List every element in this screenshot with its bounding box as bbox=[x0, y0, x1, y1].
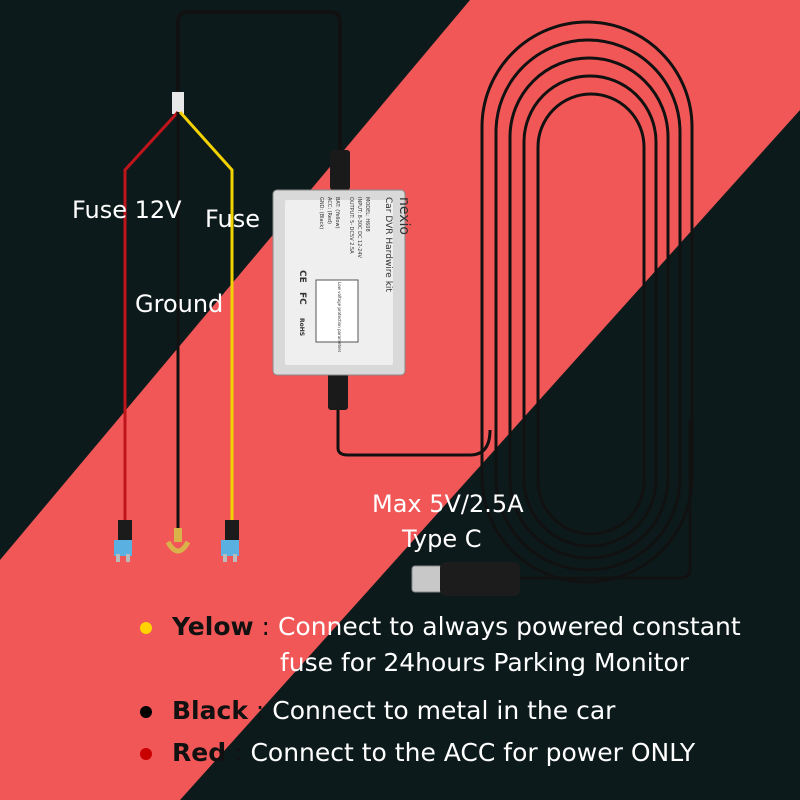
module-cert-ce: CE bbox=[297, 270, 307, 283]
legend-name-yellow: Yelow bbox=[172, 612, 254, 641]
legend-row-black: Black : Connect to metal in the car bbox=[172, 696, 615, 725]
label-ground: Ground bbox=[135, 290, 224, 318]
yellow-fuse-tap bbox=[221, 520, 239, 562]
legend-sep-black: : bbox=[247, 696, 273, 725]
legend-desc-black: Connect to metal in the car bbox=[272, 696, 616, 725]
legend-cont-yellow: fuse for 24hours Parking Monitor bbox=[280, 648, 690, 677]
label-max-power: Max 5V/2.5A bbox=[372, 490, 524, 518]
red-fuse-tap bbox=[114, 520, 132, 562]
module-cert-fc: FC bbox=[297, 292, 307, 305]
module-box-text: Low voltage protection parameters bbox=[337, 282, 342, 352]
module-spec-5: GND: (Black) bbox=[318, 197, 324, 229]
module-brand: nexio bbox=[396, 197, 412, 235]
label-fuse-12v: Fuse 12V bbox=[72, 196, 182, 224]
legend-name-black: Black bbox=[172, 696, 248, 725]
module-spec-4: ACC: (Red) bbox=[326, 197, 332, 224]
legend-row-yellow: Yelow : Connect to always powered consta… bbox=[172, 612, 741, 641]
module-cert-rohs: RoHS bbox=[298, 318, 305, 336]
legend-dot-yellow bbox=[140, 622, 152, 634]
legend-desc-yellow: Connect to always powered constant bbox=[277, 612, 741, 641]
legend-row-red: Red : Connect to the ACC for power ONLY bbox=[172, 738, 695, 767]
module-spec-2: OUTPUT: 5- DC5V 2.5A bbox=[348, 197, 354, 254]
wire-split-sleeve bbox=[172, 92, 184, 114]
legend-desc-red: Connect to the ACC for power ONLY bbox=[250, 738, 696, 767]
type-c-connector bbox=[411, 562, 520, 596]
module-title: Car DVR Hardwire kit bbox=[383, 197, 393, 292]
coil-to-typec-cable bbox=[520, 420, 692, 580]
module-to-coil-cable bbox=[336, 410, 492, 457]
label-fuse: Fuse bbox=[205, 205, 260, 233]
module-text-group: nexio Car DVR Hardwire kit MODEL: H608 I… bbox=[297, 197, 412, 352]
module-spec-1: INPUT: 8-30C DC 12-24V bbox=[356, 197, 362, 259]
ground-ring-terminal bbox=[165, 528, 191, 554]
legend-dot-red bbox=[140, 748, 152, 760]
module-collar-bottom bbox=[328, 370, 348, 410]
legend-name-red: Red bbox=[172, 738, 227, 767]
main-cable-top bbox=[176, 10, 342, 160]
module-spec-3: BAT: (Yellow) bbox=[334, 197, 340, 229]
module-collar-top bbox=[330, 150, 350, 190]
legend-sep-yellow: : bbox=[253, 612, 278, 641]
module-spec-0: MODEL: H608 bbox=[364, 197, 370, 232]
yellow-wire bbox=[178, 110, 234, 520]
hardwire-module bbox=[272, 189, 406, 376]
coiled-cable bbox=[480, 20, 694, 584]
legend-sep-red: : bbox=[226, 738, 251, 767]
label-type-c: Type C bbox=[402, 525, 482, 553]
legend-dot-black bbox=[140, 706, 152, 718]
red-wire bbox=[123, 110, 180, 520]
